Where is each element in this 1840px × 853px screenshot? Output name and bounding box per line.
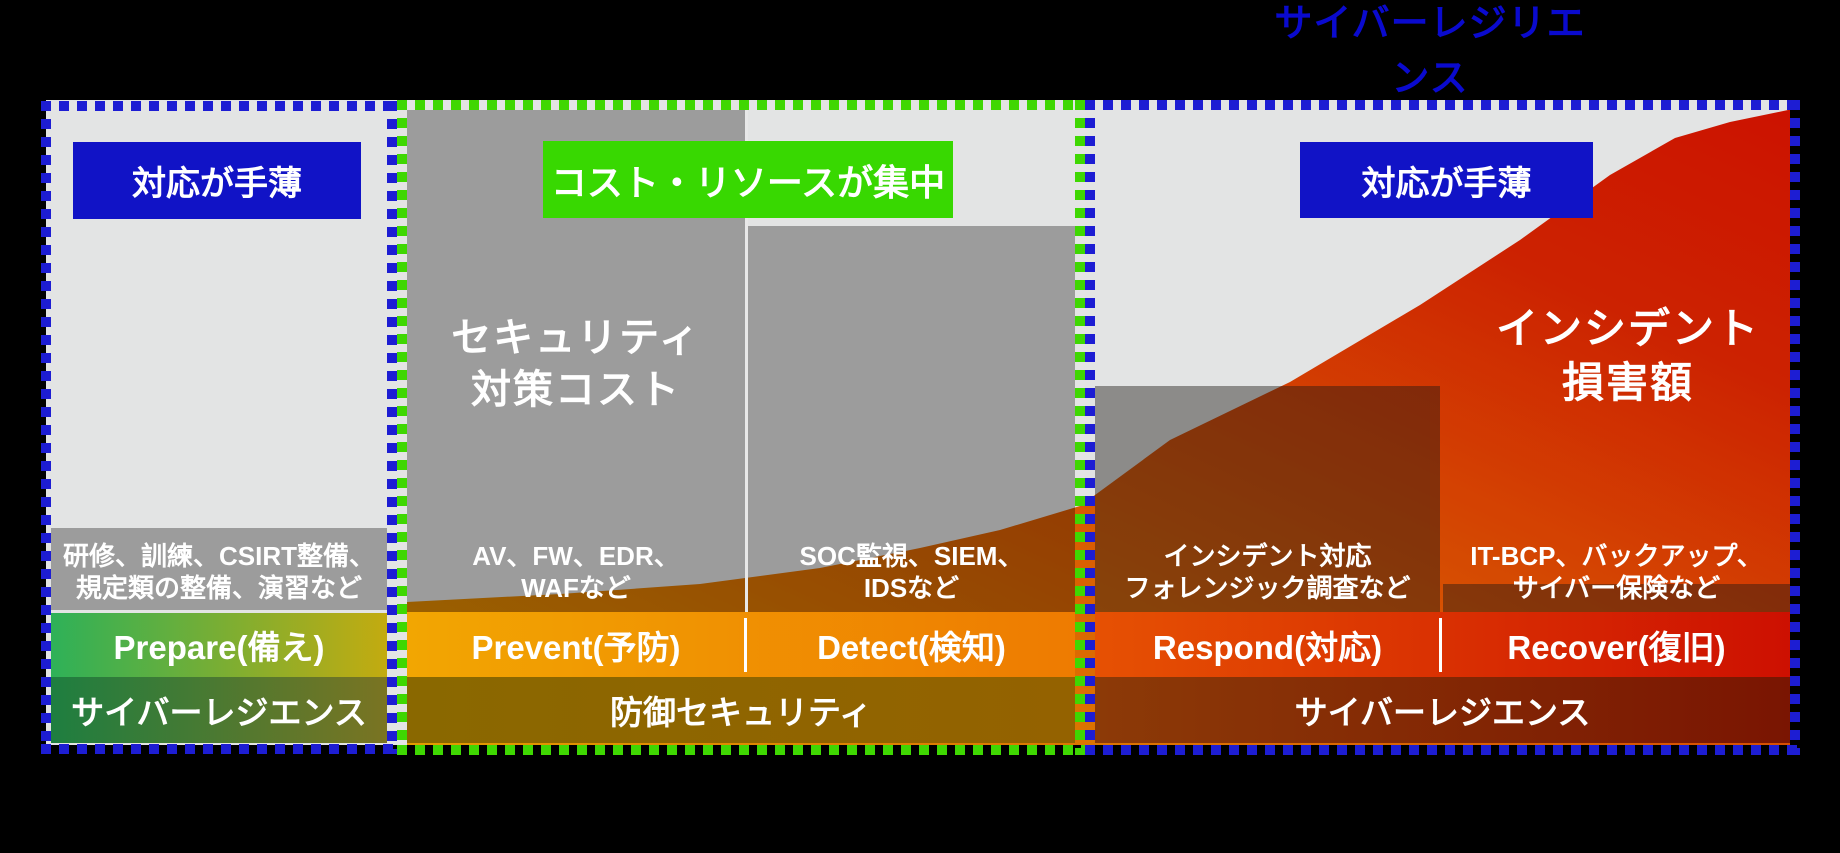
border-box3-right (1790, 100, 1800, 755)
notes-prevent-line2: WAFなど (521, 573, 631, 603)
phase-label-respond: Respond(対応) (1152, 628, 1383, 666)
incident-damage-line2: 損害額 (1561, 359, 1694, 406)
notes-prevent-line1: AV、FW、EDR、 (472, 541, 680, 571)
notes-respond: インシデント対応 フォレンジック調査など (1095, 540, 1440, 604)
notes-prepare-line1: 研修、訓練、CSIRT整備、 (62, 541, 375, 571)
page-title: サイバーレジリエンス (1274, 3, 1586, 100)
phase-band-defense (407, 612, 1075, 677)
notes-recover: IT-BCP、バックアップ、 サイバー保険など (1443, 540, 1790, 604)
border-box1-top (41, 101, 397, 111)
security-cost-text: セキュリティ 対策コスト (407, 312, 745, 416)
security-cost-line2: 対策コスト (471, 368, 681, 412)
recover-cost-block (1443, 584, 1790, 612)
notes-detect-line2: IDSなど (863, 573, 960, 603)
incident-damage-text: インシデント 損害額 (1466, 302, 1790, 410)
category-band-center: 防御セキュリティ (407, 677, 1075, 743)
border-box3-top (1085, 100, 1800, 110)
notes-prepare: 研修、訓練、CSIRT整備、 規定類の整備、演習など (51, 540, 387, 604)
border-box1-bottom (41, 744, 397, 754)
notes-detect: SOC監視、SIEM、 IDSなど (748, 540, 1075, 604)
prepare-notes-strip (51, 528, 387, 610)
label-weak-response-right: 対応が手薄 (1300, 142, 1593, 218)
label-weak-response-left: 対応が手薄 (73, 142, 361, 219)
border-box2-bottom (397, 745, 1085, 755)
phase-label-prevent: Prevent(予防) (471, 628, 681, 666)
border-box3-bottom (1085, 745, 1800, 755)
respond-cost-block (1095, 386, 1440, 612)
border-box2-top (397, 100, 1085, 110)
cost-block-divider (745, 110, 748, 612)
border-box3-left (1085, 100, 1095, 755)
security-cost-line1: セキュリティ (451, 316, 701, 360)
border-box2-right (1075, 100, 1085, 755)
phase-band-resilience (1095, 612, 1790, 677)
border-box1-right (387, 101, 397, 754)
label-cost-resources-focus: コスト・リソースが集中 (543, 141, 953, 218)
border-box2-left (397, 100, 407, 755)
category-band-right: サイバーレジエンス (1095, 677, 1790, 743)
notes-prevent: AV、FW、EDR、 WAFなど (407, 540, 745, 604)
phase-label-recover: Recover(復旧) (1507, 628, 1726, 666)
phase-label-detect: Detect(検知) (817, 628, 1006, 666)
phase-band-prepare: Prepare(備え) (51, 613, 387, 677)
phase-divider-prevent-detect (744, 618, 747, 672)
category-band-left: サイバーレジエンス (51, 677, 387, 743)
notes-recover-line1: IT-BCP、バックアップ、 (1470, 541, 1763, 571)
notes-recover-line2: サイバー保険など (1512, 573, 1721, 603)
notes-respond-line2: フォレンジック調査など (1124, 573, 1411, 603)
notes-respond-line1: インシデント対応 (1163, 541, 1372, 571)
notes-prepare-line2: 規定類の整備、演習など (75, 573, 362, 603)
border-box1-left (41, 101, 51, 754)
incident-damage-line1: インシデント (1495, 305, 1760, 352)
notes-detect-line1: SOC監視、SIEM、 (799, 541, 1024, 571)
phase-divider-respond-recover (1439, 618, 1442, 672)
